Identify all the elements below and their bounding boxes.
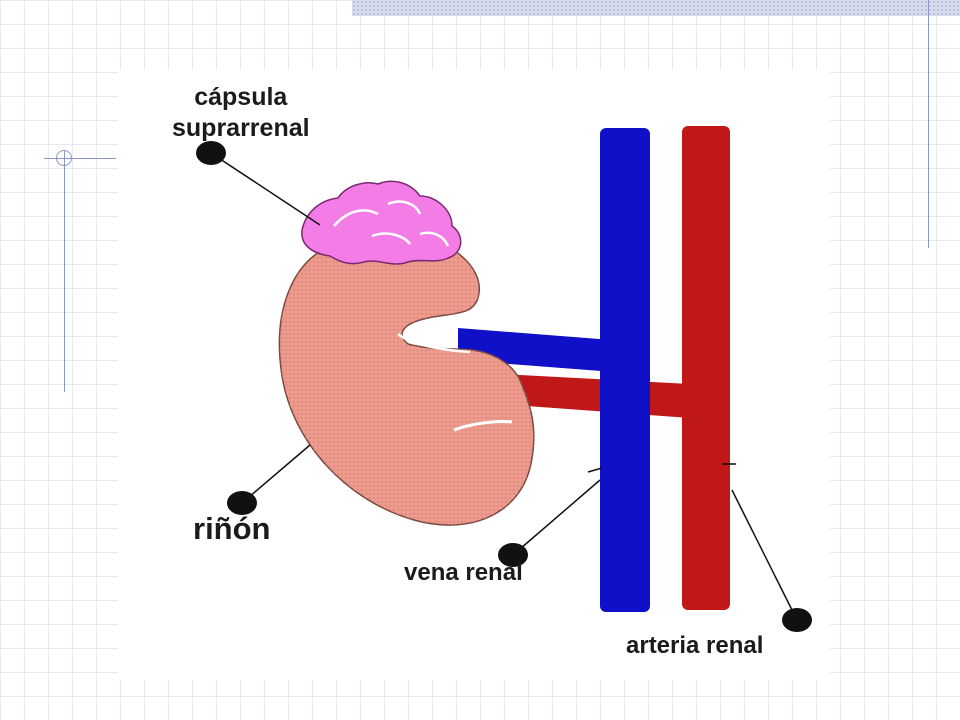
pointer-dot-arteria	[782, 608, 812, 632]
slide-decor-hline	[44, 158, 116, 159]
pointer-line-rinon	[241, 444, 311, 504]
pointer-dot-vena	[498, 543, 528, 567]
kidney	[278, 232, 535, 526]
pointer-dot-rinon	[227, 491, 257, 515]
pointer-tick-vena	[587, 467, 603, 473]
label-capsula-line2: suprarrenal	[172, 114, 310, 142]
aorta	[682, 126, 730, 610]
slide-top-bar	[352, 0, 960, 16]
label-capsula-line1: cápsula	[194, 83, 288, 111]
label-vena-renal: vena renal	[404, 559, 523, 586]
vena-cava	[600, 128, 650, 612]
slide-decor-circle	[56, 150, 72, 166]
slide-decor-vline-right	[928, 0, 929, 248]
label-arteria-renal: arteria renal	[626, 632, 764, 659]
label-rinon: riñón	[193, 511, 271, 546]
pointer-line-vena	[512, 479, 601, 556]
slide-decor-vline-left	[64, 150, 65, 392]
pointer-line-arteria	[731, 489, 798, 621]
adrenal-gland	[301, 180, 462, 265]
pointer-dot-capsula	[196, 141, 226, 165]
pointer-line-capsula	[210, 152, 321, 226]
label-capsula-suprarrenal: cápsula suprarrenal	[172, 82, 310, 144]
